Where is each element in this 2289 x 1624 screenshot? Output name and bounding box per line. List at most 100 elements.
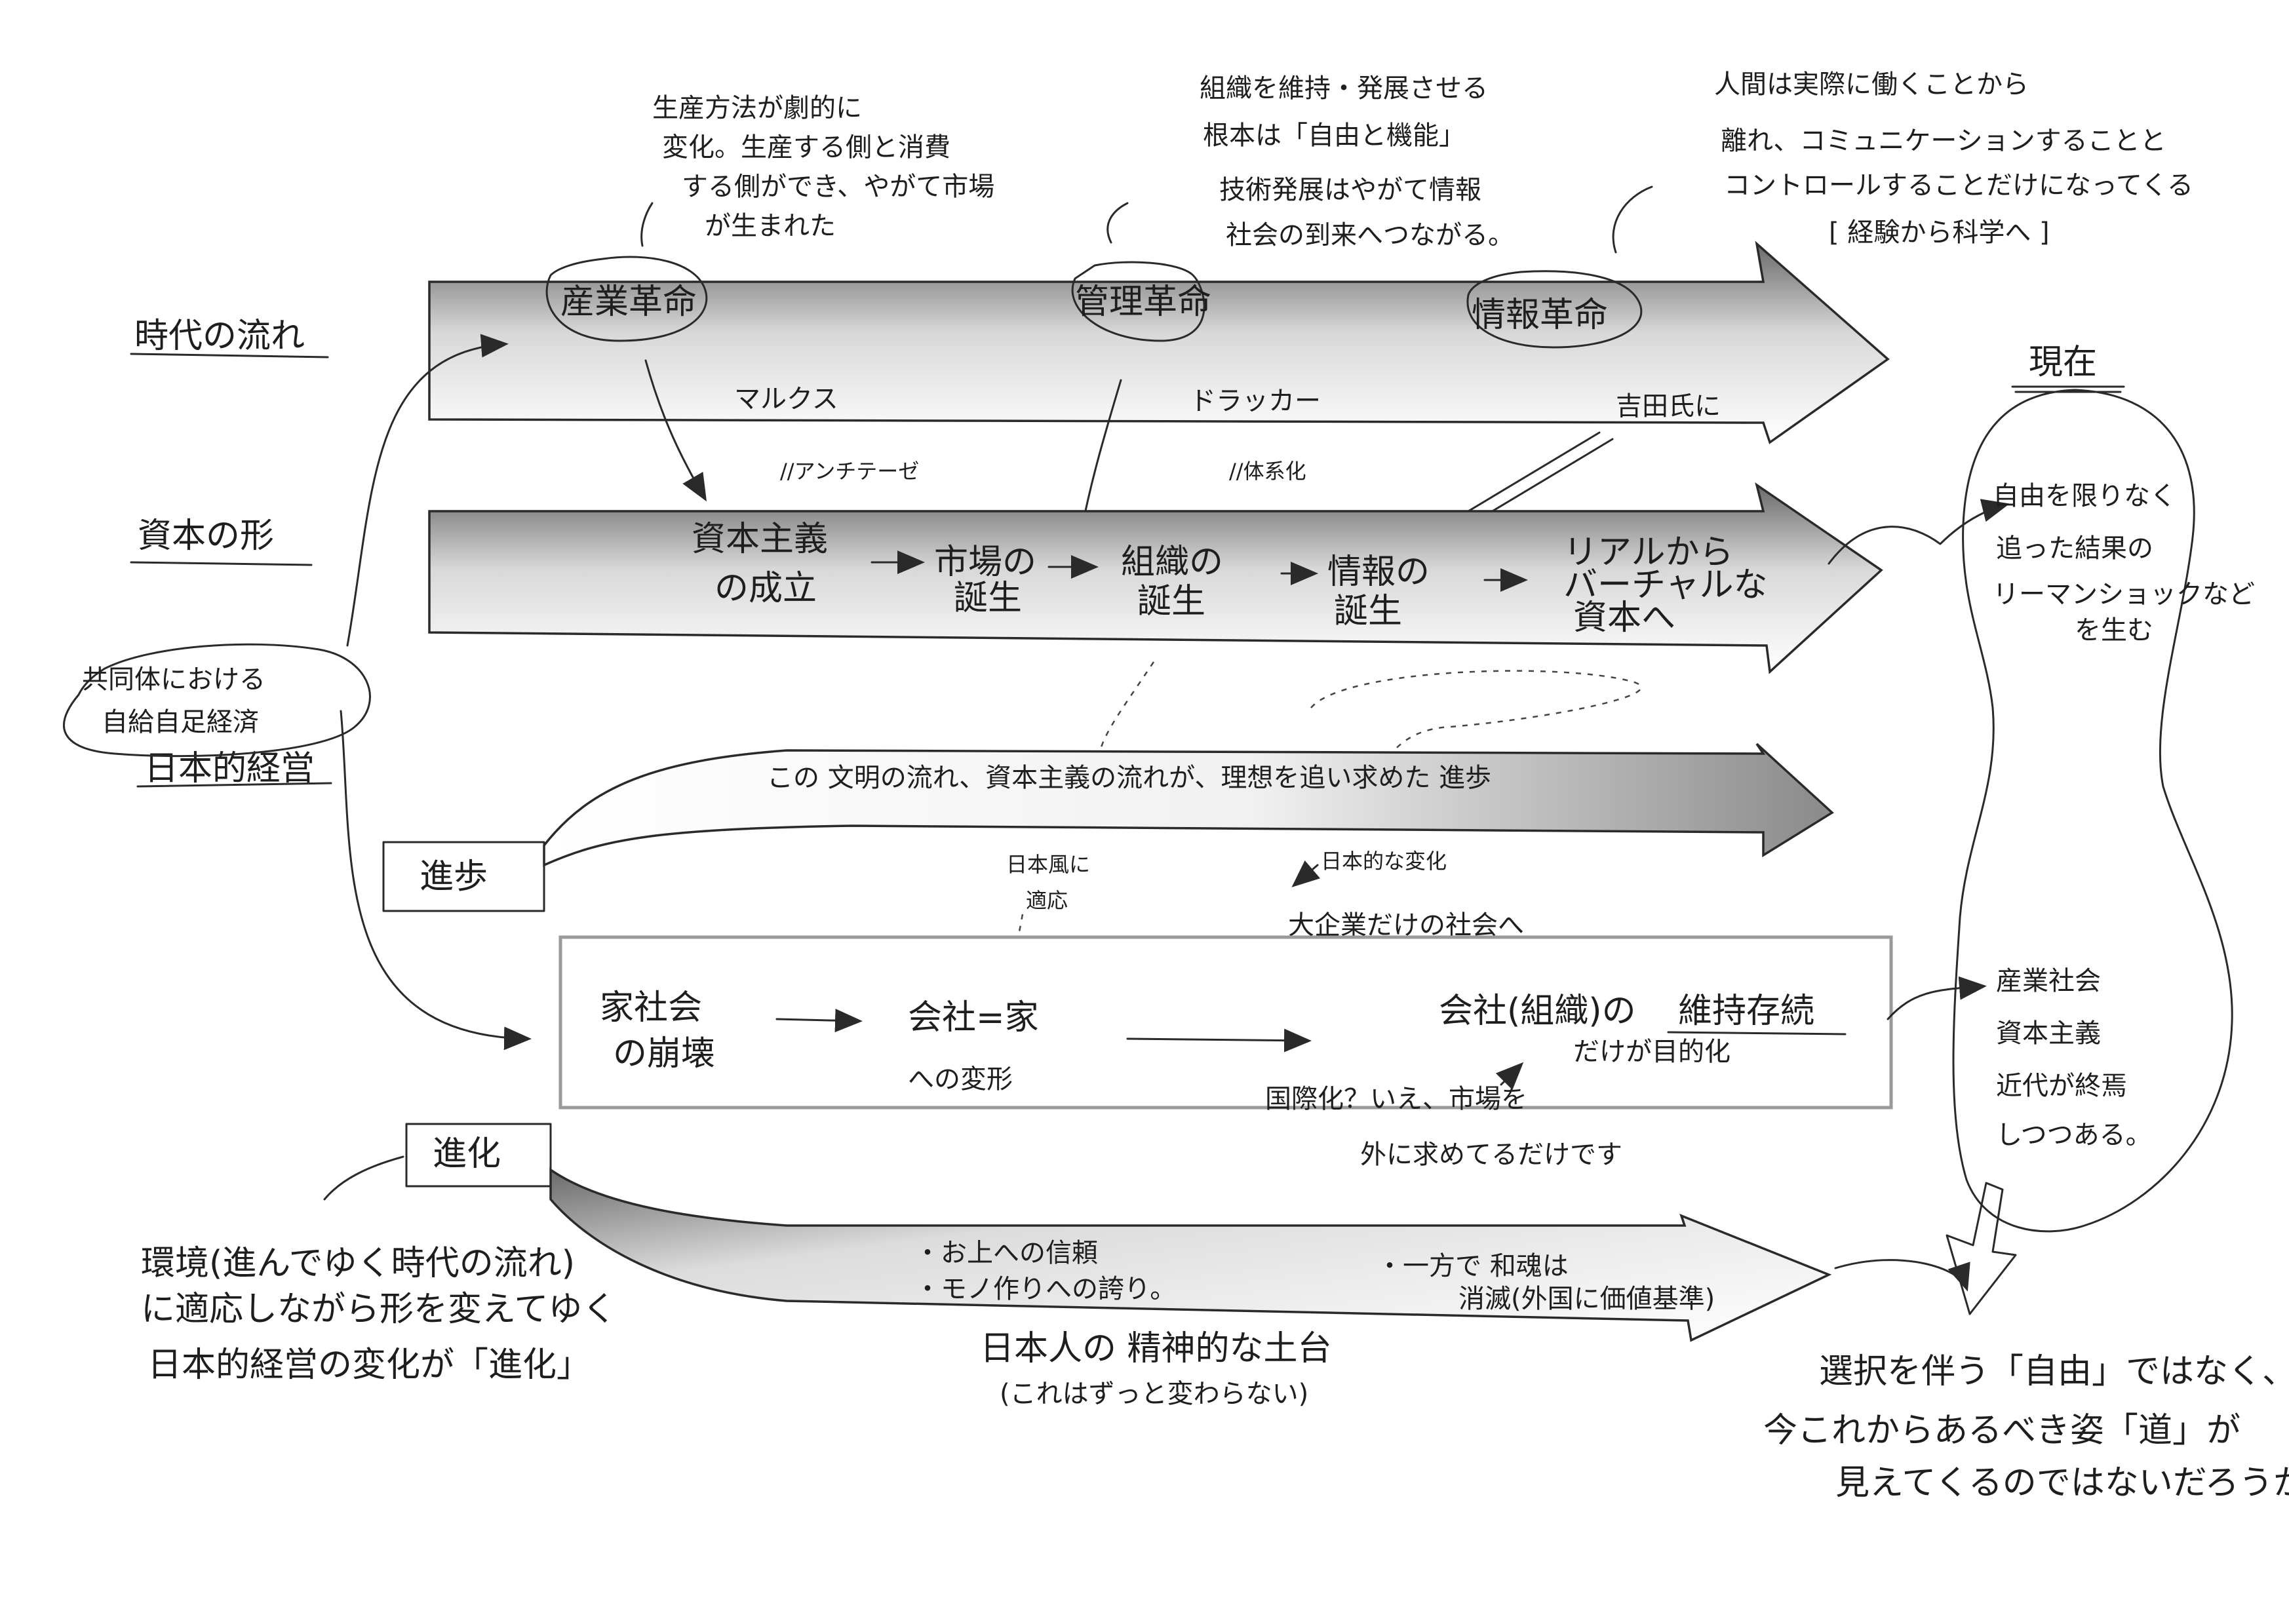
- row-label-capital-underline: [130, 561, 313, 566]
- svg-text:会社(組織)の: 会社(組織)の: [1439, 992, 1636, 1031]
- svg-text:根本は「自由と機能」: 根本は「自由と機能」: [1203, 121, 1465, 151]
- progress-arrow: [543, 743, 1834, 867]
- organization-dotted-down: [1100, 661, 1155, 748]
- progress-arrow-text: この 文明の流れ、資本主義の流れが、理想を追い求めた 進歩: [767, 763, 1491, 793]
- svg-text:共同体における: 共同体における: [82, 665, 265, 695]
- svg-text:日本的経営の変化が「進化」: 日本的経営の変化が「進化」: [147, 1345, 591, 1385]
- svg-text:に適応しながら形を変えてゆく: に適応しながら形を変えてゆく: [141, 1290, 616, 1329]
- svg-text:組織を維持・発展させる: 組織を維持・発展させる: [1200, 73, 1488, 104]
- svg-text:の崩壊: の崩壊: [613, 1034, 715, 1073]
- box-arrow-2: [1126, 1028, 1312, 1053]
- svg-text:適応: 適応: [1026, 888, 1068, 913]
- svg-text:近代が終焉: 近代が終焉: [1996, 1071, 2127, 1101]
- svg-text:コントロールすることだけになってくる: コントロールすることだけになってくる: [1724, 170, 2193, 201]
- present-bottom-note: 産業社会 資本主義 近代が終焉 しつつある。: [1996, 966, 2152, 1150]
- svg-text:への変形: への変形: [908, 1064, 1013, 1094]
- industrial-note-hook: [640, 202, 654, 247]
- svg-text:組織の: 組織の: [1121, 543, 1223, 582]
- industrial-to-capital-arrow: [644, 359, 707, 502]
- evolution-bullet-pride: ・モノ作りへの誇り。: [914, 1274, 1176, 1304]
- japanese-change-arrow: [1291, 860, 1321, 887]
- capital-stage-5: リアルから バーチャルな 資本へ: [1563, 533, 1767, 638]
- japanese-change-label: 日本的な変化: [1321, 849, 1447, 874]
- svg-text:日本人の 精神的な土台: 日本人の 精神的な土台: [980, 1329, 1332, 1368]
- svg-text:の成立: の成立: [714, 569, 817, 608]
- svg-text:環境(進んでゆく時代の流れ): 環境(進んでゆく時代の流れ): [141, 1244, 575, 1283]
- svg-text:資本へ: 資本へ: [1573, 598, 1675, 638]
- row-label-japanese-underline: [136, 782, 332, 788]
- evolution-label-box: 進化: [405, 1123, 552, 1188]
- svg-text:しつつある。: しつつある。: [1996, 1120, 2152, 1150]
- evolution-bullet-trust: ・お上への信頼: [914, 1238, 1098, 1268]
- svg-text:外に求めてるだけです: 外に求めてるだけです: [1360, 1140, 1622, 1170]
- row-label-era-underline: [130, 353, 329, 358]
- evolution-bullet-wakon: ・一方で 和魂は: [1377, 1251, 1569, 1281]
- svg-text:人間は実際に働くことから: 人間は実際に働くことから: [1714, 69, 2029, 100]
- yoshida-line-a: [1451, 431, 1601, 522]
- progress-label-box: 進歩: [382, 841, 545, 912]
- row-label-capital-form: 資本の形: [138, 516, 274, 556]
- svg-text:国際化？いえ、市場を: 国際化？いえ、市場を: [1265, 1084, 1527, 1114]
- svg-text:生産方法が劇的に: 生産方法が劇的に: [652, 93, 862, 123]
- svg-text:資本主義: 資本主義: [1996, 1018, 2101, 1049]
- conclusion-note: 選択を伴う「自由」ではなく、 今これからあるべき姿「道」が 見えてくるのではない…: [1763, 1352, 2289, 1503]
- svg-text:バーチャルな: バーチャルな: [1563, 566, 1767, 605]
- svg-text:資本主義: 資本主義: [692, 520, 828, 559]
- svg-text:(これはずっと変わらない): (これはずっと変わらない): [1000, 1379, 1308, 1409]
- community-to-era-curve: [346, 334, 509, 647]
- capital-to-present-arrow: [1828, 499, 2010, 565]
- svg-text:誕生: 誕生: [1334, 592, 1402, 631]
- svg-text:リアルから: リアルから: [1563, 533, 1733, 572]
- evolution-label-hook: [323, 1155, 404, 1201]
- box-stage-2: 会社=家 への変形: [908, 998, 1039, 1094]
- information-revolution-label: 情報革命: [1472, 296, 1608, 335]
- environment-adaptation-note: 環境(進んでゆく時代の流れ) に適応しながら形を変えてゆく 日本的経営の変化が「…: [141, 1244, 616, 1385]
- era-flow-arrow: [428, 241, 1890, 444]
- svg-text:今これからあるべき姿「道」が: 今これからあるべき姿「道」が: [1763, 1411, 2240, 1450]
- svg-text:家社会: 家社会: [600, 988, 702, 1028]
- svg-text:見えてくるのではないだろうか。: 見えてくるのではないだろうか。: [1835, 1463, 2289, 1503]
- drucker-label: ドラッカー: [1190, 386, 1321, 416]
- information-revolution-note: 人間は実際に働くことから 離れ、コミュニケーションすることと コントロールするこ…: [1714, 69, 2193, 201]
- japanese-adaptation-note: 日本風に 適応: [1006, 852, 1090, 913]
- information-note-hook: [1612, 185, 1653, 254]
- svg-text:技術発展はやがて情報: 技術発展はやがて情報: [1219, 175, 1481, 205]
- capital-form-arrow: [428, 482, 1883, 674]
- present-down-arrow: [1946, 1182, 2017, 1315]
- svg-text:変化。生産する側と消費: 変化。生産する側と消費: [662, 132, 950, 163]
- antithesis-label: //アンチテーゼ: [780, 459, 919, 484]
- capital-stage-1: 資本主義 の成立: [692, 520, 828, 608]
- svg-text:誕生: 誕生: [954, 579, 1022, 618]
- svg-text:自給自足経済: 自給自足経済: [102, 707, 259, 737]
- capital-stage-4: 情報の 誕生: [1327, 552, 1430, 631]
- big-company-society-label: 大企業だけの社会へ: [1288, 910, 1524, 940]
- information-revolution-bubble: 情報革命: [1466, 270, 1643, 349]
- svg-text:選択を伴う「自由」ではなく、: 選択を伴う「自由」ではなく、: [1819, 1352, 2289, 1391]
- internationalization-note: 国際化？いえ、市場を 外に求めてるだけです: [1265, 1084, 1622, 1170]
- internationalization-arrow: [1495, 1062, 1524, 1091]
- box-arrow-1: [775, 1009, 863, 1033]
- svg-text:誕生: 誕生: [1137, 582, 1205, 621]
- evolution-arrow: [549, 1167, 1832, 1342]
- svg-text:進化: 進化: [433, 1134, 501, 1174]
- yoshida-label: 吉田氏に: [1616, 391, 1721, 421]
- svg-text:する側ができ、やがて市場: する側ができ、やがて市場: [682, 172, 994, 202]
- community-to-box-curve: [340, 710, 532, 1051]
- box-stage-3: 会社(組織)の 維持存続 だけが目的化: [1439, 992, 1847, 1067]
- marx-label: マルクス: [734, 384, 838, 414]
- industrial-revolution-note: 生産方法が劇的に 変化。生産する側と消費 する側ができ、やがて市場 が生まれた: [652, 93, 994, 241]
- community-economy-bubble: 共同体における 自給自足経済: [63, 643, 371, 758]
- experience-to-science-label: [ 経験から科学へ ]: [1829, 218, 2050, 248]
- svg-text:情報の: 情報の: [1327, 552, 1430, 592]
- svg-text:維持存続: 維持存続: [1678, 992, 1814, 1031]
- industrial-revolution-label: 産業革命: [560, 282, 697, 322]
- svg-text:進歩: 進歩: [420, 857, 488, 897]
- systematization-label: //体系化: [1229, 459, 1306, 484]
- information-dotted-loop: [1310, 670, 1642, 813]
- management-revolution-bubble: 管理革命: [1071, 261, 1211, 342]
- svg-text:日本風に: 日本風に: [1006, 852, 1090, 877]
- svg-text:追った結果の: 追った結果の: [1996, 533, 2153, 564]
- svg-text:リーマンショックなど: リーマンショックなど: [1993, 579, 2255, 609]
- svg-text:市場の: 市場の: [934, 543, 1036, 582]
- svg-text:自由を限りなく: 自由を限りなく: [1993, 481, 2176, 511]
